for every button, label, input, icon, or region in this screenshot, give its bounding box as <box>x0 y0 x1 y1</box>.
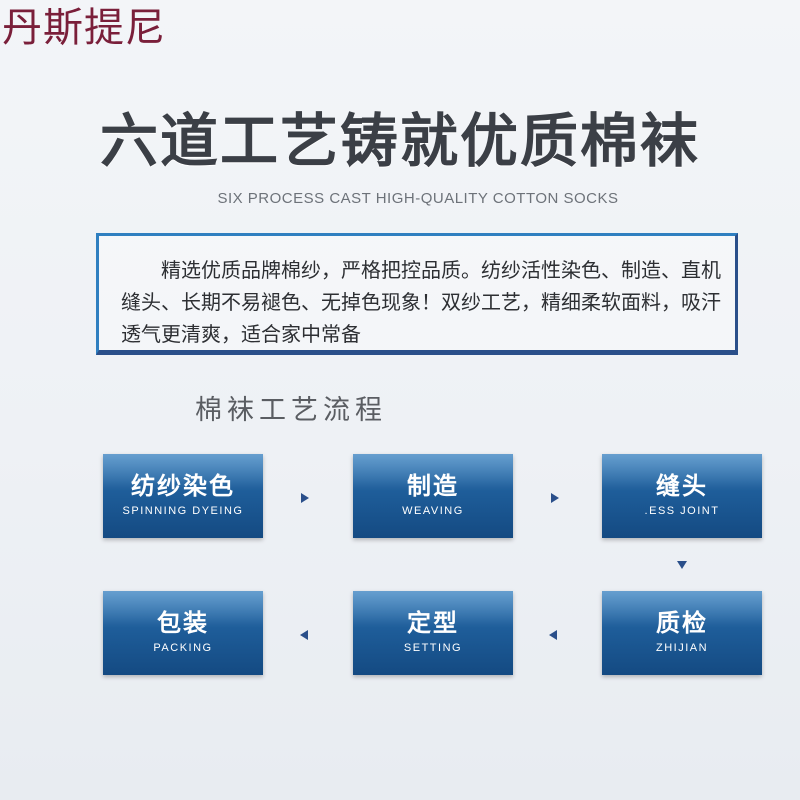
arrow-down-icon <box>677 561 687 569</box>
page-title: 六道工艺铸就优质棉袜 <box>99 107 700 175</box>
step-title: 缝头 <box>656 472 708 500</box>
step-subtitle: ZHIJIAN <box>655 642 709 654</box>
step-subtitle: SPINNING DYEING <box>122 505 244 517</box>
process-flow-title: 棉袜工艺流程 <box>195 395 387 426</box>
arrow-left-icon <box>300 630 308 640</box>
step-packing: 包装 PACKING <box>103 591 263 675</box>
step-subtitle: SETTING <box>403 642 463 654</box>
step-spinning-dyeing: 纺纱染色 SPINNING DYEING <box>103 454 263 538</box>
step-title: 制造 <box>407 472 459 500</box>
step-subtitle: PACKING <box>153 642 213 654</box>
step-subtitle: WEAVING <box>402 505 464 517</box>
step-title: 定型 <box>407 609 459 637</box>
step-subtitle: .ESS JOINT <box>644 505 720 517</box>
arrow-right-icon <box>551 493 559 503</box>
brand-name: 丹斯提尼 <box>2 5 166 51</box>
step-title: 纺纱染色 <box>131 472 235 500</box>
arrow-right-icon <box>301 493 309 503</box>
step-setting: 定型 SETTING <box>353 591 513 675</box>
description-text: 精选优质品牌棉纱，严格把控品质。纺纱活性染色、制造、直机缝头、长期不易褪色、无掉… <box>121 258 721 346</box>
step-joint: 缝头 .ESS JOINT <box>602 454 762 538</box>
page-subtitle: SIX PROCESS CAST HIGH-QUALITY COTTON SOC… <box>217 190 619 207</box>
step-title: 包装 <box>157 609 209 637</box>
step-title: 质检 <box>656 609 708 637</box>
step-inspection: 质检 ZHIJIAN <box>602 591 762 675</box>
step-weaving: 制造 WEAVING <box>353 454 513 538</box>
description-box: 精选优质品牌棉纱，严格把控品质。纺纱活性染色、制造、直机缝头、长期不易褪色、无掉… <box>96 233 738 355</box>
arrow-left-icon <box>549 630 557 640</box>
